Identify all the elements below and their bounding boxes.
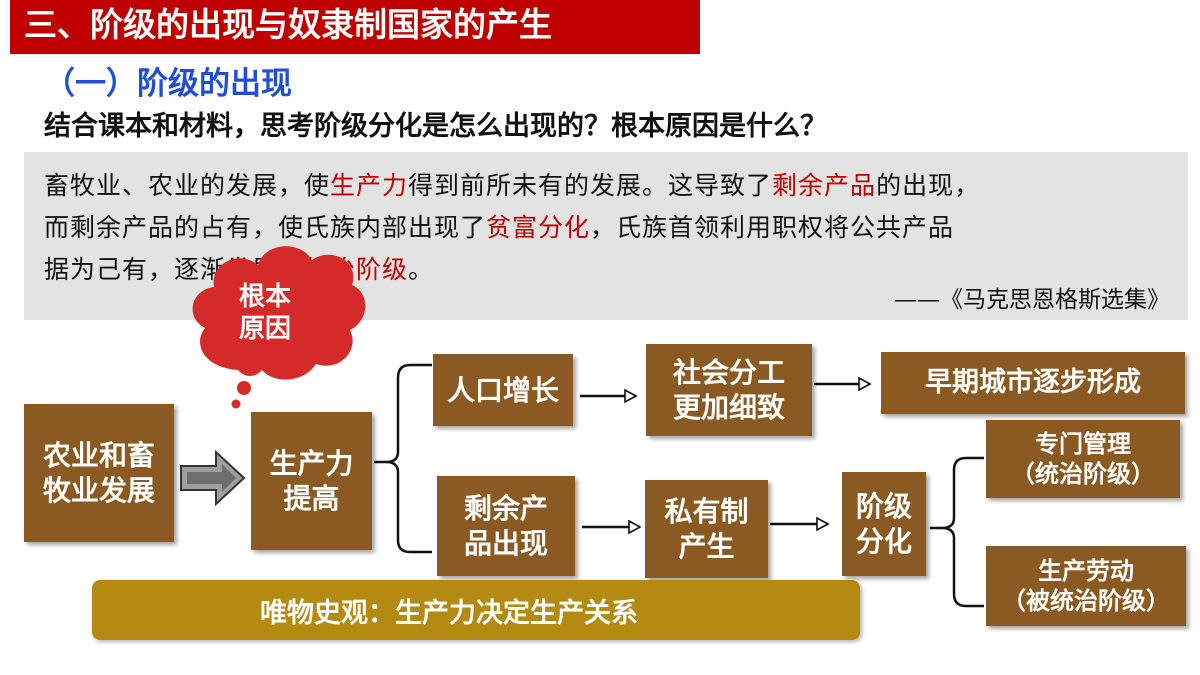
quote-text: ，氏族首领利用职权将公共产品 bbox=[590, 213, 955, 242]
bracket-productivity bbox=[374, 363, 432, 554]
quote-text: 。 bbox=[408, 255, 435, 284]
quote-highlight: 剩余产品 bbox=[772, 171, 877, 200]
quote-line-2: 而剩余产品的占有，使氏族内部出现了贫富分化，氏族首领利用职权将公共产品 bbox=[44, 208, 954, 244]
box-text: 剩余产 品出现 bbox=[463, 492, 548, 560]
box-text: 人口增长 bbox=[446, 373, 559, 407]
cloud-shape bbox=[192, 246, 366, 409]
conclusion-banner: 唯物史观：生产力决定生产关系 bbox=[92, 580, 860, 640]
box-division-of-labor: 社会分工 更加细致 bbox=[646, 344, 812, 436]
cloud-label-container: 根本 原因 bbox=[190, 258, 340, 368]
section-title: 三、阶级的出现与奴隶制国家的产生 bbox=[24, 5, 552, 44]
cloud-label: 根本 原因 bbox=[190, 258, 340, 368]
quote-line-1: 畜牧业、农业的发展，使生产力得到前所未有的发展。这导致了剩余产品的出现， bbox=[44, 166, 980, 202]
box-agri-development: 农业和畜 牧业发展 bbox=[24, 404, 174, 542]
quote-text: 而剩余产品的占有，使氏族内部出现了 bbox=[44, 213, 487, 242]
box-text: 私有制 产生 bbox=[664, 495, 749, 563]
box-productivity: 生产力 提高 bbox=[251, 412, 372, 550]
discussion-question: 结合课本和材料，思考阶级分化是怎么出现的？根本原因是什么？ bbox=[44, 111, 827, 142]
box-surplus: 剩余产 品出现 bbox=[437, 476, 575, 576]
quote-highlight: 贫富分化 bbox=[486, 213, 591, 242]
cloud-text: 根本 原因 bbox=[238, 281, 291, 345]
quote-source: ——《马克思恩格斯选集》 bbox=[894, 287, 1170, 313]
box-private-ownership: 私有制 产生 bbox=[645, 480, 768, 578]
quote-text: 的出现， bbox=[876, 171, 981, 200]
bracket-classdiv bbox=[930, 456, 984, 608]
box-ruling-class: 专门管理 （统治阶级） bbox=[986, 420, 1180, 498]
box-text: 农业和畜 牧业发展 bbox=[42, 439, 155, 507]
double-arrow-icon bbox=[180, 449, 246, 507]
quote-text: 得到前所未有的发展。这导致了 bbox=[408, 171, 773, 200]
box-text: 早期城市逐步形成 bbox=[925, 367, 1141, 399]
box-text: 生产力 提高 bbox=[269, 447, 354, 515]
box-early-city: 早期城市逐步形成 bbox=[881, 352, 1185, 414]
conclusion-text: 唯物史观：生产力决定生产关系 bbox=[260, 597, 638, 629]
box-text: 生产劳动 （被统治阶级） bbox=[1002, 557, 1170, 615]
box-text: 专门管理 （统治阶级） bbox=[1011, 430, 1155, 488]
box-text: 阶级 分化 bbox=[855, 490, 912, 558]
box-text: 社会分工 更加细致 bbox=[672, 356, 785, 424]
section-title-banner: 三、阶级的出现与奴隶制国家的产生 bbox=[10, 0, 700, 54]
box-ruled-class: 生产劳动 （被统治阶级） bbox=[986, 546, 1186, 626]
subsection-title: （一）阶级的出现 bbox=[44, 66, 292, 102]
box-population: 人口增长 bbox=[433, 354, 573, 426]
quote-text: 畜牧业、农业的发展，使 bbox=[44, 171, 331, 200]
box-class-division: 阶级 分化 bbox=[842, 472, 926, 576]
quote-highlight: 生产力 bbox=[330, 171, 409, 200]
quote-line-3: 据为己有，逐渐发展为统治阶级。 bbox=[44, 250, 434, 286]
